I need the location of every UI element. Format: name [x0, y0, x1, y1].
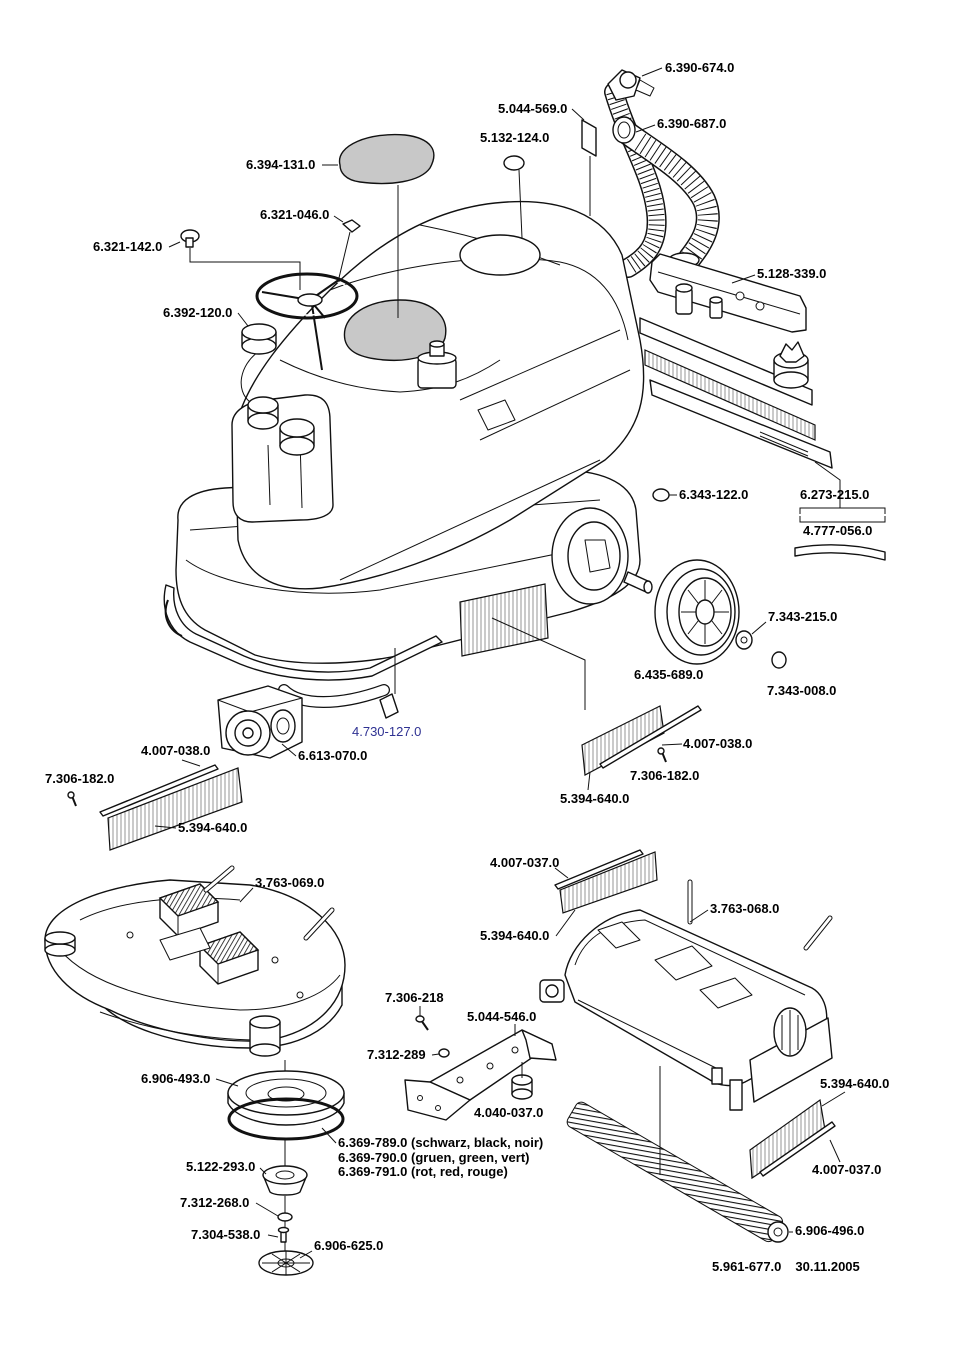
part-label-7-306-182-0-right: 7.306-182.0	[630, 768, 700, 783]
bolt-4-730-127-0	[379, 693, 399, 719]
part-label-6-390-687-0: 6.390-687.0	[657, 116, 727, 131]
part-label-6-390-674-0: 6.390-674.0	[665, 60, 735, 75]
part-label-6-321-046-0: 6.321-046.0	[260, 207, 330, 222]
deck-motor-box-2	[198, 931, 260, 985]
part-label-4-007-038-0-right: 4.007-038.0	[683, 736, 753, 751]
bushing-4-040-037-0	[511, 1062, 533, 1100]
part-label-6-392-120-0: 6.392-120.0	[163, 305, 233, 320]
part-label-6-613-070-0: 6.613-070.0	[298, 748, 368, 763]
deck-bumper-knobs	[44, 931, 281, 1057]
disc-brush-deck	[44, 865, 346, 1057]
roller-brush	[566, 1101, 789, 1243]
front-bumper	[163, 584, 443, 681]
part-label-6-394-131-0: 6.394-131.0	[246, 157, 316, 172]
seat-well	[343, 299, 447, 362]
part-label-7-343-215-0: 7.343-215.0	[768, 609, 838, 624]
part-label-6-906-496-0: 6.906-496.0	[795, 1223, 865, 1238]
bracket-5-044-569-0	[581, 119, 597, 157]
part-label-5-394-640-0-left: 5.394-640.0	[178, 820, 248, 835]
part-label-7-306-182-0-left: 7.306-182.0	[45, 771, 115, 786]
part-label-4-730-127-0: 4.730-127.0	[352, 724, 422, 739]
flap-set-top	[554, 849, 658, 914]
part-label-7-306-218: 7.306-218	[385, 990, 444, 1005]
part-label-5-122-293-0: 5.122-293.0	[186, 1159, 256, 1174]
tank-caps	[247, 396, 315, 456]
seat-cushion	[338, 133, 435, 185]
cap-6-392-120-0	[241, 323, 277, 355]
plug-6-343-122-0	[652, 488, 670, 502]
part-label-4-007-038-0-left: 4.007-038.0	[141, 743, 211, 758]
part-label-3-763-068-0: 3.763-068.0	[710, 901, 780, 916]
part-label-7-343-008-0: 7.343-008.0	[767, 683, 837, 698]
part-label-6-435-689-0: 6.435-689.0	[634, 667, 704, 682]
hub-5-122-293-0	[262, 1165, 308, 1196]
part-label-6-369-790-0: 6.369-790.0 (gruen, green, vert)	[338, 1150, 530, 1165]
tank-column	[231, 394, 334, 523]
part-label-6-369-791-0: 6.369-791.0 (rot, red, rouge)	[338, 1164, 508, 1179]
squeegee-blade-strip	[794, 544, 886, 561]
clip-6-321-046-0	[342, 219, 361, 233]
part-label-6-273-215-0: 6.273-215.0	[800, 487, 870, 502]
cylindrical-brush-deck	[539, 879, 833, 1111]
part-label-6-343-122-0: 6.343-122.0	[679, 487, 749, 502]
screw-7-306-182-0-left	[67, 791, 77, 807]
document-date: 30.11.2005	[795, 1259, 860, 1274]
deck-handles	[203, 865, 335, 941]
part-label-5-044-569-0: 5.044-569.0	[498, 101, 568, 116]
screw-7-304-538-0	[277, 1226, 290, 1243]
top-lid	[459, 234, 541, 276]
document-number: 5.961-677.0	[712, 1259, 782, 1274]
part-label-5-132-124-0: 5.132-124.0	[480, 130, 550, 145]
squeegee-posts	[675, 283, 765, 319]
mounting-bracket-5-044-546-0	[404, 1029, 557, 1121]
part-label-5-394-640-0-middle: 5.394-640.0	[560, 791, 630, 806]
under-flap	[459, 583, 549, 657]
steering-wheel	[255, 272, 359, 371]
part-label-3-763-069-0: 3.763-069.0	[255, 875, 325, 890]
centre-lock-6-906-625-0	[258, 1250, 314, 1276]
part-label-5-394-640-0-top: 5.394-640.0	[480, 928, 550, 943]
part-label-7-312-289: 7.312-289	[367, 1047, 426, 1062]
part-label-4-007-037-0-top: 4.007-037.0	[490, 855, 560, 870]
screw-7-306-218	[415, 1015, 429, 1031]
part-label-4-007-037-0-right: 4.007-037.0	[812, 1162, 882, 1177]
hose-fitting-top	[607, 69, 655, 101]
drive-motor	[217, 685, 303, 759]
part-label-5-394-640-0-right: 5.394-640.0	[820, 1076, 890, 1091]
squeegee-assembly	[639, 253, 833, 469]
upper-hood	[234, 200, 645, 590]
flap-set-right	[581, 705, 702, 776]
deck-motor-box-1	[158, 883, 220, 937]
squeegee-knob	[773, 341, 809, 389]
scrub-pad	[227, 1097, 345, 1141]
part-label-5-128-339-0: 5.128-339.0	[757, 266, 827, 281]
part-label-6-369-789-0: 6.369-789.0 (schwarz, black, noir)	[338, 1135, 544, 1150]
part-label-6-906-625-0: 6.906-625.0	[314, 1238, 384, 1253]
cap-cable	[240, 351, 259, 403]
knob-6-321-142-0	[180, 229, 200, 248]
washer-7-312-289	[438, 1048, 450, 1058]
part-label-4-040-037-0: 4.040-037.0	[474, 1105, 544, 1120]
part-label-7-312-268-0: 7.312-268.0	[180, 1195, 250, 1210]
part-label-6-321-142-0: 6.321-142.0	[93, 239, 163, 254]
scrubber-body	[163, 200, 645, 708]
part-label-6-906-493-0: 6.906-493.0	[141, 1071, 211, 1086]
leader-lines	[154, 67, 886, 1259]
document-footer: 5.961-677.0 30.11.2005	[712, 1260, 860, 1274]
part-label-5-044-546-0: 5.044-546.0	[467, 1009, 537, 1024]
flap-set-bottom-right	[749, 1098, 836, 1180]
small-reservoir	[417, 340, 457, 389]
washer-7-312-268-0	[277, 1212, 293, 1222]
pad-driver	[227, 1060, 345, 1141]
hood-vent	[477, 399, 516, 431]
flap-set-left	[67, 764, 243, 851]
part-label-4-777-056-0: 4.777-056.0	[803, 523, 873, 538]
plug-5-132-124-0	[503, 155, 525, 171]
suction-hoses	[604, 69, 720, 278]
part-label-7-304-538-0: 7.304-538.0	[191, 1227, 261, 1242]
cap-7-343-008-0	[771, 651, 787, 669]
screw-7-306-182-0-right	[657, 747, 667, 763]
rear-wheels	[551, 507, 787, 669]
